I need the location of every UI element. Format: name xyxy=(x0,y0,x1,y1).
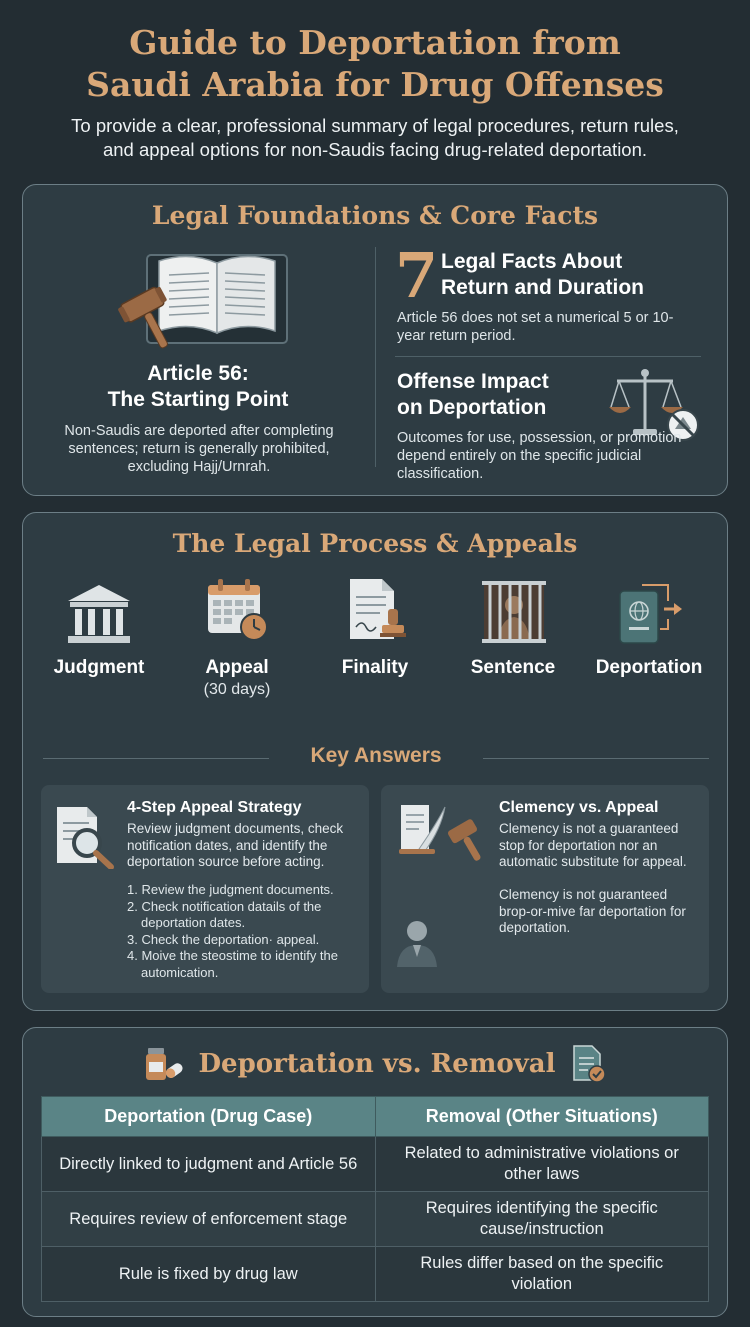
table-cell: Rules differ based on the specific viola… xyxy=(374,1246,709,1302)
heading-rule-left xyxy=(43,758,269,759)
article-56-text: Non-Saudis are deported after completing… xyxy=(64,423,334,475)
page-title: Guide to Deportation from Saudi Arabia f… xyxy=(86,23,664,104)
step-label: Finality xyxy=(341,657,409,678)
process-title: The Legal Process & Appeals xyxy=(172,529,578,558)
step-note: (30 days) xyxy=(203,681,271,698)
step-label: Appeal xyxy=(205,657,269,678)
prison-bars-icon xyxy=(482,581,546,643)
article-56-title: Article 56: The Starting Point xyxy=(107,362,289,411)
comparison-heading: Deportation vs. Removal xyxy=(23,1044,727,1084)
foundations-title: Legal Foundations & Core Facts xyxy=(151,201,599,230)
step-deportation: Deportation xyxy=(579,575,719,679)
list-item: 1. Review the judgment documents. xyxy=(127,882,334,897)
column-header-deportation: Deportation (Drug Case) xyxy=(41,1096,376,1137)
justice-scale-icon xyxy=(609,369,699,441)
vertical-divider xyxy=(375,247,376,467)
key-answers-title: Key Answers xyxy=(310,744,442,767)
appeal-steps-list: 1. Review the judgment documents. 2. Che… xyxy=(127,882,363,981)
step-appeal: Appeal (30 days) xyxy=(167,575,307,699)
clemency-card: Clemency vs. Appeal Clemency is not a gu… xyxy=(381,785,709,993)
table-cell: Related to administrative violations or … xyxy=(374,1136,709,1192)
list-item: automication. xyxy=(141,964,219,980)
document-quill-gavel-icon xyxy=(399,805,481,861)
page-header: Guide to Deportation from Saudi Arabia f… xyxy=(0,22,750,162)
table-header-row: Deportation (Drug Case) Removal (Other S… xyxy=(41,1096,709,1137)
table-row: Requires review of enforcement stage Req… xyxy=(41,1191,709,1247)
horizontal-divider xyxy=(395,356,701,357)
comparison-title: Deportation vs. Removal xyxy=(198,1049,556,1079)
list-item: 4. Moive the steostime to identify the xyxy=(127,948,338,963)
list-item: 3. Check the deportation· appeal. xyxy=(127,931,320,947)
appeal-strategy-title: 4-Step Appeal Strategy xyxy=(127,799,302,816)
offense-impact-text: Outcomes for use, possession, or promoti… xyxy=(397,430,682,482)
document-check-icon xyxy=(572,1045,606,1083)
list-item: deportation dates. xyxy=(141,915,246,930)
clemency-title: Clemency vs. Appeal xyxy=(499,799,659,816)
table-row: Rule is fixed by drug law Rules differ b… xyxy=(41,1246,709,1302)
heading-rule-right xyxy=(483,758,709,759)
legal-process-panel: The Legal Process & Appeals Judgment xyxy=(22,512,728,1011)
facts-text: Article 56 does not set a numerical 5 or… xyxy=(397,310,674,344)
law-book-gavel-icon xyxy=(118,254,288,349)
calendar-clock-icon xyxy=(208,579,268,641)
comparison-panel: Deportation vs. Removal Deportation (Dru… xyxy=(22,1027,728,1317)
step-judgment: Judgment xyxy=(29,575,169,679)
courthouse-icon xyxy=(68,585,130,643)
clemency-text-secondary: Clemency is not guaranteed brop-or-mive … xyxy=(499,887,686,935)
facts-number: 7 xyxy=(395,239,439,312)
key-answers-heading: Key Answers xyxy=(43,741,709,775)
document-magnifier-icon xyxy=(57,807,114,869)
comparison-table: Deportation (Drug Case) Removal (Other S… xyxy=(41,1096,709,1302)
step-label: Deportation xyxy=(595,657,703,678)
table-cell: Requires review of enforcement stage xyxy=(41,1191,376,1247)
step-sentence: Sentence xyxy=(443,575,583,679)
appeal-strategy-text: Review judgment documents, check notific… xyxy=(127,821,344,869)
table-cell: Rule is fixed by drug law xyxy=(41,1246,376,1302)
appeal-strategy-card: 4-Step Appeal Strategy Review judgment d… xyxy=(41,785,369,993)
column-header-removal: Removal (Other Situations) xyxy=(374,1096,709,1137)
page-subtitle: To provide a clear, professional summary… xyxy=(71,115,679,160)
list-item: 2. Check notification datails of the xyxy=(127,898,322,914)
passport-exit-icon xyxy=(619,584,682,644)
table-row: Directly linked to judgment and Article … xyxy=(41,1136,709,1192)
step-finality: Finality xyxy=(305,575,445,679)
legal-foundations-panel: Legal Foundations & Core Facts Article 5… xyxy=(22,184,728,496)
signed-document-stamp-icon xyxy=(350,579,406,639)
step-label: Sentence xyxy=(470,657,556,678)
facts-title: Legal Facts About Return and Duration xyxy=(441,250,644,299)
table-cell: Requires identifying the specific cause/… xyxy=(374,1191,709,1247)
person-icon xyxy=(397,921,437,967)
step-label: Judgment xyxy=(53,657,145,678)
table-cell: Directly linked to judgment and Article … xyxy=(41,1136,376,1192)
pill-bottle-icon xyxy=(146,1048,184,1080)
offense-impact-title: Offense Impact on Deportation xyxy=(397,370,549,419)
clemency-text: Clemency is not a guaranteed stop for de… xyxy=(499,821,687,869)
